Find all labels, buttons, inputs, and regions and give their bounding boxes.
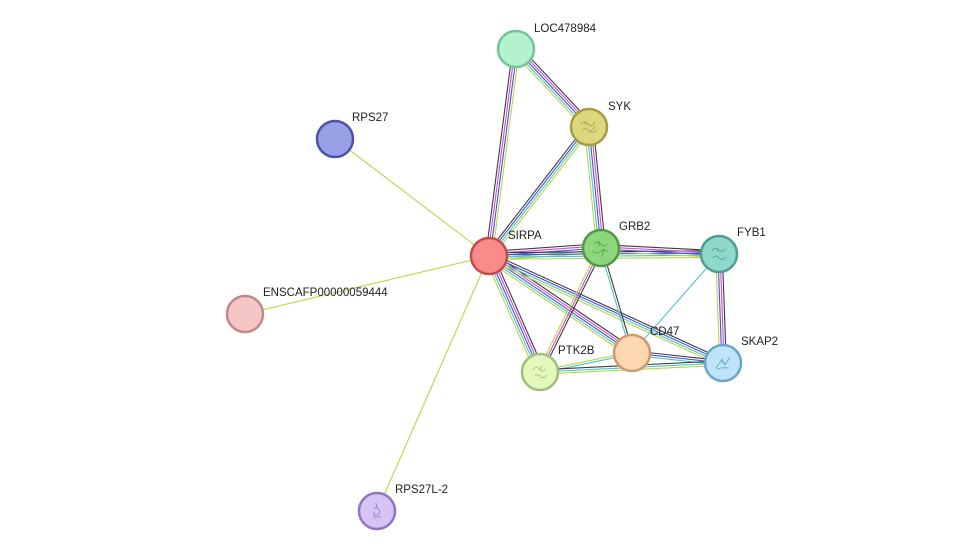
node-SYK-label: SYK — [608, 101, 631, 113]
edge-strand — [376, 255, 490, 512]
edge-SYK-GRB2[interactable] — [584, 126, 606, 249]
node-CD47-label: CD47 — [650, 326, 679, 338]
edge-strand — [537, 246, 600, 372]
node-ENSCAFP00000059444-label: ENSCAFP00000059444 — [263, 287, 388, 299]
edge-strand — [244, 255, 490, 315]
node-FYB1-circle[interactable] — [699, 234, 739, 274]
edge-FYB1-CD47[interactable] — [631, 253, 720, 354]
node-SYK[interactable]: SYK — [569, 101, 631, 147]
edge-strand — [489, 253, 634, 352]
node-PTK2B[interactable]: PTK2B — [520, 345, 595, 392]
protein-structure-icon — [373, 502, 381, 518]
edge-strand — [600, 250, 719, 258]
edge-strand — [601, 244, 720, 252]
edge-SIRPA-LOC478984[interactable] — [485, 48, 520, 257]
node-SIRPA-circle[interactable] — [469, 236, 509, 276]
edge-strand — [491, 128, 593, 259]
node-RPS27[interactable]: RPS27 — [315, 112, 388, 159]
edge-strand — [588, 126, 602, 249]
node-LOC478984[interactable]: LOC478984 — [496, 23, 597, 69]
node-RPS27-label: RPS27 — [352, 112, 388, 124]
node-PTK2B-circle[interactable] — [520, 352, 560, 392]
node-SIRPA-label: SIRPA — [508, 230, 542, 242]
edge-SIRPA-PTK2B[interactable] — [484, 254, 545, 374]
node-RPS27-circle[interactable] — [315, 119, 355, 159]
edge-strand — [539, 247, 602, 373]
edge-layer — [244, 45, 727, 512]
edge-strand — [485, 124, 587, 255]
node-CD47-circle[interactable] — [612, 333, 652, 373]
edge-GRB2-FYB1[interactable] — [600, 244, 720, 258]
edge-strand — [490, 254, 543, 372]
protein-structure-icon — [715, 356, 731, 370]
edge-SIRPA-SKAP2[interactable] — [487, 252, 725, 367]
protein-structure-icon — [532, 365, 548, 379]
node-LOC478984-label: LOC478984 — [534, 23, 597, 35]
edge-strand — [488, 255, 633, 354]
edge-strand — [487, 125, 589, 256]
node-ENSCAFP00000059444[interactable]: ENSCAFP00000059444 — [225, 287, 388, 334]
node-SIRPA[interactable]: SIRPA — [469, 230, 542, 276]
edge-strand — [491, 49, 520, 257]
edge-strand — [488, 256, 723, 365]
node-SKAP2-circle[interactable] — [703, 343, 743, 383]
node-CD47[interactable]: CD47 — [612, 326, 679, 373]
edge-strand — [600, 248, 719, 256]
edge-strand — [491, 251, 635, 350]
edge-strand — [487, 48, 516, 256]
node-SKAP2[interactable]: SKAP2 — [703, 336, 778, 383]
edge-strand — [584, 127, 598, 249]
edge-strand — [485, 48, 514, 256]
edge-strand — [334, 138, 490, 257]
protein-structure-icon — [711, 247, 727, 260]
node-RPS27L-2-label: RPS27L-2 — [395, 484, 448, 496]
node-RPS27L-2[interactable]: RPS27L-2 — [357, 484, 448, 531]
edge-strand — [601, 246, 720, 254]
edge-strand — [592, 126, 606, 248]
edge-SIRPA-RPS27[interactable] — [334, 138, 490, 257]
edge-strand — [490, 252, 725, 361]
edge-SIRPA-SYK[interactable] — [485, 124, 593, 259]
edge-strand — [492, 254, 545, 371]
protein-structure-icon — [580, 121, 598, 133]
node-ENSCAFP00000059444-circle[interactable] — [225, 294, 265, 334]
edge-strand — [486, 256, 539, 374]
edge-SIRPA-RPS27L-2[interactable] — [376, 255, 490, 512]
node-GRB2[interactable]: GRB2 — [581, 221, 650, 268]
node-SYK-circle[interactable] — [569, 107, 609, 147]
edge-strand — [541, 248, 604, 374]
edge-SIRPA-ENSCAFP00000059444[interactable] — [244, 255, 490, 315]
edge-strand — [489, 127, 591, 258]
node-SKAP2-label: SKAP2 — [741, 336, 778, 348]
edge-strand — [586, 127, 600, 249]
edge-strand — [631, 253, 720, 354]
edge-strand — [487, 257, 632, 356]
node-GRB2-label: GRB2 — [619, 221, 650, 233]
node-PTK2B-label: PTK2B — [558, 345, 595, 357]
edge-GRB2-PTK2B[interactable] — [537, 246, 604, 374]
node-RPS27L-2-circle[interactable] — [357, 491, 397, 531]
edge-strand — [488, 255, 541, 373]
node-FYB1-label: FYB1 — [737, 227, 766, 239]
node-FYB1[interactable]: FYB1 — [699, 227, 766, 274]
edge-strand — [590, 126, 604, 248]
edge-strand — [484, 257, 537, 374]
node-GRB2-circle[interactable] — [581, 228, 621, 268]
protein-structure-icon — [592, 240, 609, 257]
edge-strand — [489, 49, 518, 257]
edge-strand — [487, 258, 722, 367]
node-LOC478984-circle[interactable] — [496, 29, 536, 69]
edge-SIRPA-CD47[interactable] — [486, 251, 635, 358]
edge-strand — [486, 259, 630, 358]
edge-strand — [489, 254, 724, 363]
